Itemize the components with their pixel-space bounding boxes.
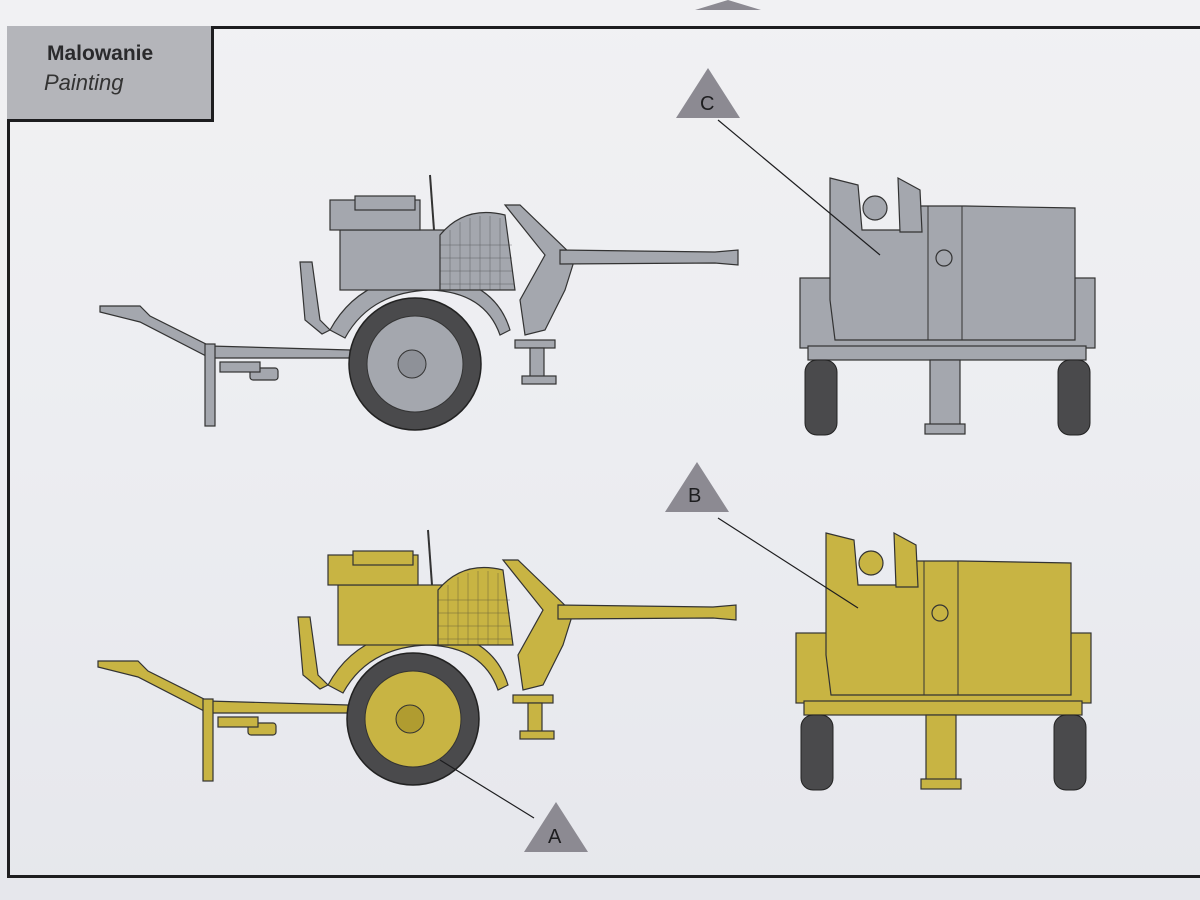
grey-side-view (99, 174, 739, 431)
grey-rear-view (799, 177, 1096, 436)
callout-b-label: B (688, 485, 701, 507)
callout-c-leader (717, 119, 881, 256)
callout-b-leader (717, 517, 859, 609)
callout-triangle-previous (695, 0, 761, 10)
section-header: Malowanie Painting (7, 26, 214, 122)
callout-c-label: C (700, 93, 714, 115)
yellow-rear-view (795, 532, 1092, 791)
yellow-side-view (97, 529, 737, 786)
callout-b: B (665, 462, 859, 609)
callout-a-leader (439, 759, 535, 819)
callout-a-label: A (548, 826, 562, 848)
section-frame (7, 26, 1200, 878)
callout-c: C (676, 68, 881, 256)
section-title-polish: Malowanie (47, 42, 154, 65)
section-title-english: Painting (44, 70, 124, 95)
callout-a: A (439, 759, 588, 852)
